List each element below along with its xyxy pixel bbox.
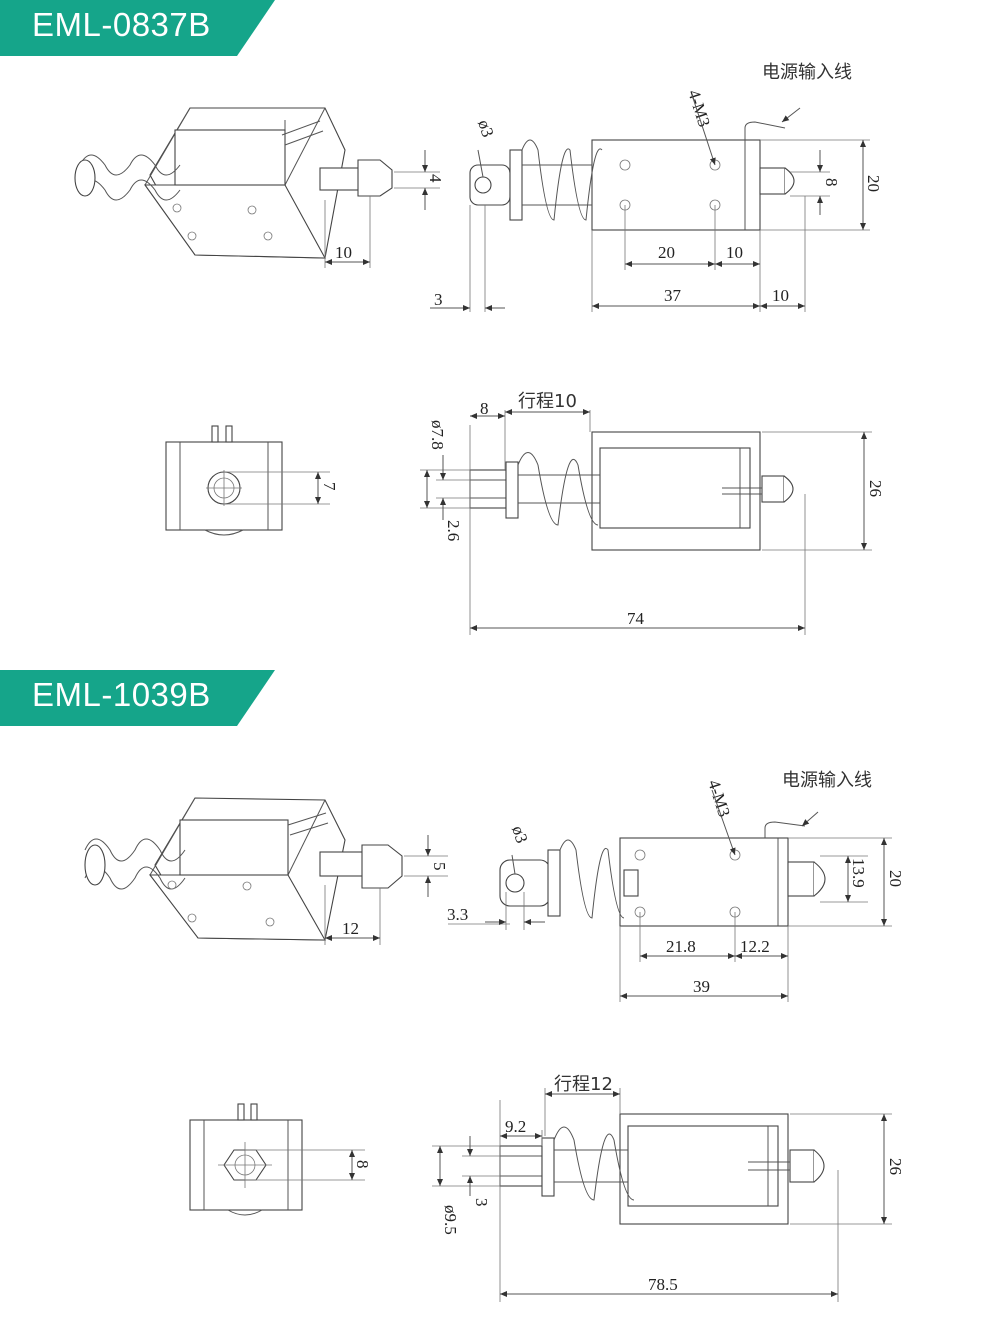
dim-10c: 10 — [772, 286, 789, 305]
dim-20: 20 — [864, 175, 883, 192]
dim-37: 37 — [664, 286, 682, 305]
dim-phi9-5: ø9.5 — [441, 1205, 460, 1235]
dim-10: 10 — [335, 243, 352, 262]
model-title: EML-1039B — [32, 676, 211, 713]
dim-10b: 10 — [726, 243, 743, 262]
dim-21-8: 21.8 — [666, 937, 696, 956]
dim-3-3: 3.3 — [447, 905, 468, 924]
dim-8: 8 — [822, 178, 841, 187]
dim-12: 12 — [342, 919, 359, 938]
power-line-label: 电源输入线 — [762, 62, 852, 83]
dim-12-2: 12.2 — [740, 937, 770, 956]
dim-26: 26 — [886, 1158, 905, 1175]
side-view-1: 8 行程10 ø7.8 2.6 26 74 — [420, 391, 885, 635]
end-view-1: 7 — [165, 425, 339, 536]
top-view-1: 电源输入线 4-M3 ø3 8 20 20 10 37 10 3 — [430, 62, 883, 312]
hole-label: 4-M3 — [684, 87, 714, 129]
dim-20: 20 — [886, 870, 905, 887]
banner-shape — [0, 0, 275, 56]
dim-phi3: ø3 — [508, 823, 531, 845]
stroke-label: 行程10 — [518, 391, 577, 412]
top-view-2: 电源输入线 4-M3 ø3 3.3 13.9 20 21.8 12.2 39 — [447, 770, 905, 1002]
dim-3: 3 — [434, 290, 443, 309]
dim-39: 39 — [693, 977, 710, 996]
dim-9-2: 9.2 — [505, 1117, 526, 1136]
iso-view-2: 5 12 — [84, 797, 449, 945]
dim-2-6: 2.6 — [444, 520, 463, 541]
end-view-2: 8 — [189, 1103, 372, 1216]
banner-shape — [0, 670, 275, 726]
dim-13-9: 13.9 — [849, 858, 868, 888]
dim-26: 26 — [866, 480, 885, 497]
power-line-label: 电源输入线 — [782, 770, 872, 791]
dim-3: 3 — [472, 1198, 491, 1207]
model-title: EML-0837B — [32, 6, 211, 43]
model-banner-1: EML-0837B — [0, 0, 275, 56]
dim-5: 5 — [430, 862, 449, 871]
dim-8: 8 — [353, 1160, 372, 1169]
dim-phi3: ø3 — [474, 117, 497, 139]
dim-74: 74 — [627, 609, 645, 628]
hole-label: 4-M3 — [704, 777, 734, 819]
iso-view-1: 4 10 — [74, 107, 445, 268]
model-banner-2: EML-1039B — [0, 670, 275, 726]
dim-20b: 20 — [658, 243, 675, 262]
dim-7: 7 — [320, 482, 339, 491]
side-view-2: 9.2 行程12 ø9.5 3 26 78.5 — [432, 1074, 905, 1302]
dim-78-5: 78.5 — [648, 1275, 678, 1294]
dim-4: 4 — [426, 174, 445, 183]
dim-8b: 8 — [480, 399, 489, 418]
dim-phi7-8: ø7.8 — [428, 420, 447, 450]
stroke-label: 行程12 — [554, 1074, 613, 1095]
